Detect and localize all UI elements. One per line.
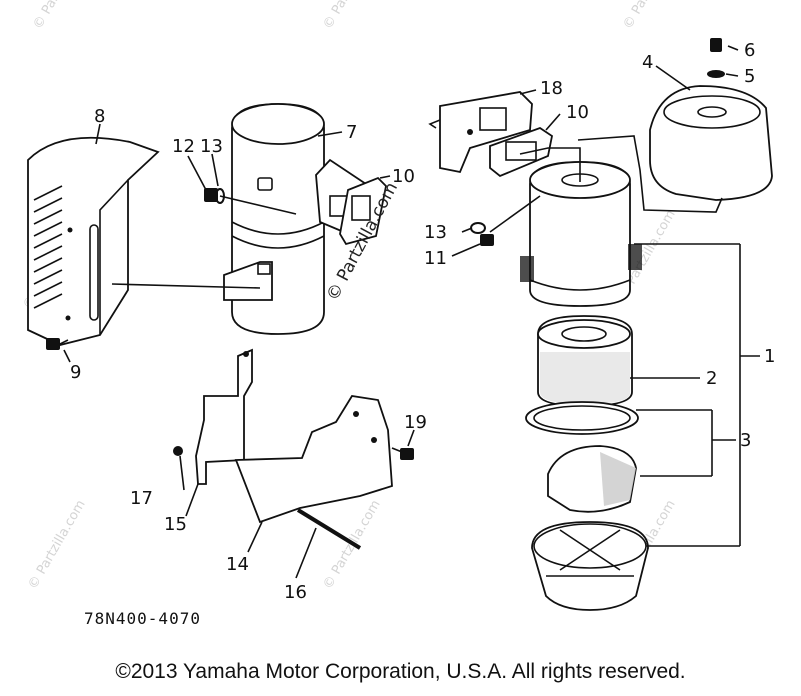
callout-8: 8 <box>94 106 105 127</box>
callout-17: 17 <box>130 488 153 509</box>
callout-labels: 1 2 3 4 5 6 7 8 9 10 10 11 12 13 13 14 1… <box>70 40 775 603</box>
leader-lines <box>63 45 760 579</box>
callout-4: 4 <box>642 52 653 73</box>
callout-5: 5 <box>744 66 755 87</box>
copyright-notice: ©2013 Yamaha Motor Corporation, U.S.A. A… <box>115 660 686 683</box>
part-2-filter-element <box>537 315 633 407</box>
part-16-rod <box>296 508 362 550</box>
callout-7: 7 <box>346 122 357 143</box>
part-1-lower-cup <box>531 521 649 611</box>
part-12-13-fasteners <box>204 188 225 204</box>
diagram-part-code: 78N400-4070 <box>84 609 201 628</box>
part-1-air-cleaner-body <box>519 135 723 307</box>
part-17-bolt <box>173 446 183 456</box>
part-15-bracket <box>195 348 253 485</box>
part-11-13-fasteners <box>470 222 494 246</box>
callout-3: 3 <box>740 430 751 451</box>
callout-2: 2 <box>706 368 717 389</box>
callout-13-right: 13 <box>424 222 447 243</box>
callout-18: 18 <box>540 78 563 99</box>
callout-12: 12 <box>172 136 195 157</box>
part-7-muffler <box>223 103 374 335</box>
part-5-washer <box>707 70 725 78</box>
part-14-shield <box>234 395 393 524</box>
watermark: © Partzilla.com <box>620 0 683 32</box>
callout-13-left: 13 <box>200 136 223 157</box>
callout-9: 9 <box>70 362 81 383</box>
part-6-bolt <box>710 38 722 52</box>
part-3-seal-rings <box>525 401 639 513</box>
callout-11: 11 <box>424 248 447 269</box>
part-9-bolt <box>46 338 69 350</box>
callout-1: 1 <box>764 346 775 367</box>
part-19-bolt <box>391 447 414 460</box>
callout-19: 19 <box>404 412 427 433</box>
part-8-heat-shield <box>27 136 160 346</box>
callout-10-left: 10 <box>392 166 415 187</box>
watermark: © Partzilla.com <box>30 0 93 32</box>
watermark: © Partzilla.com <box>25 498 88 592</box>
watermark: © Partzilla.com <box>320 0 383 32</box>
part-4-cover <box>649 85 773 201</box>
callout-15: 15 <box>164 514 187 535</box>
callout-16: 16 <box>284 582 307 603</box>
callout-6: 6 <box>744 40 755 61</box>
part-10-gasket-left <box>339 176 387 246</box>
callout-14: 14 <box>226 554 249 575</box>
callout-10-right: 10 <box>566 102 589 123</box>
